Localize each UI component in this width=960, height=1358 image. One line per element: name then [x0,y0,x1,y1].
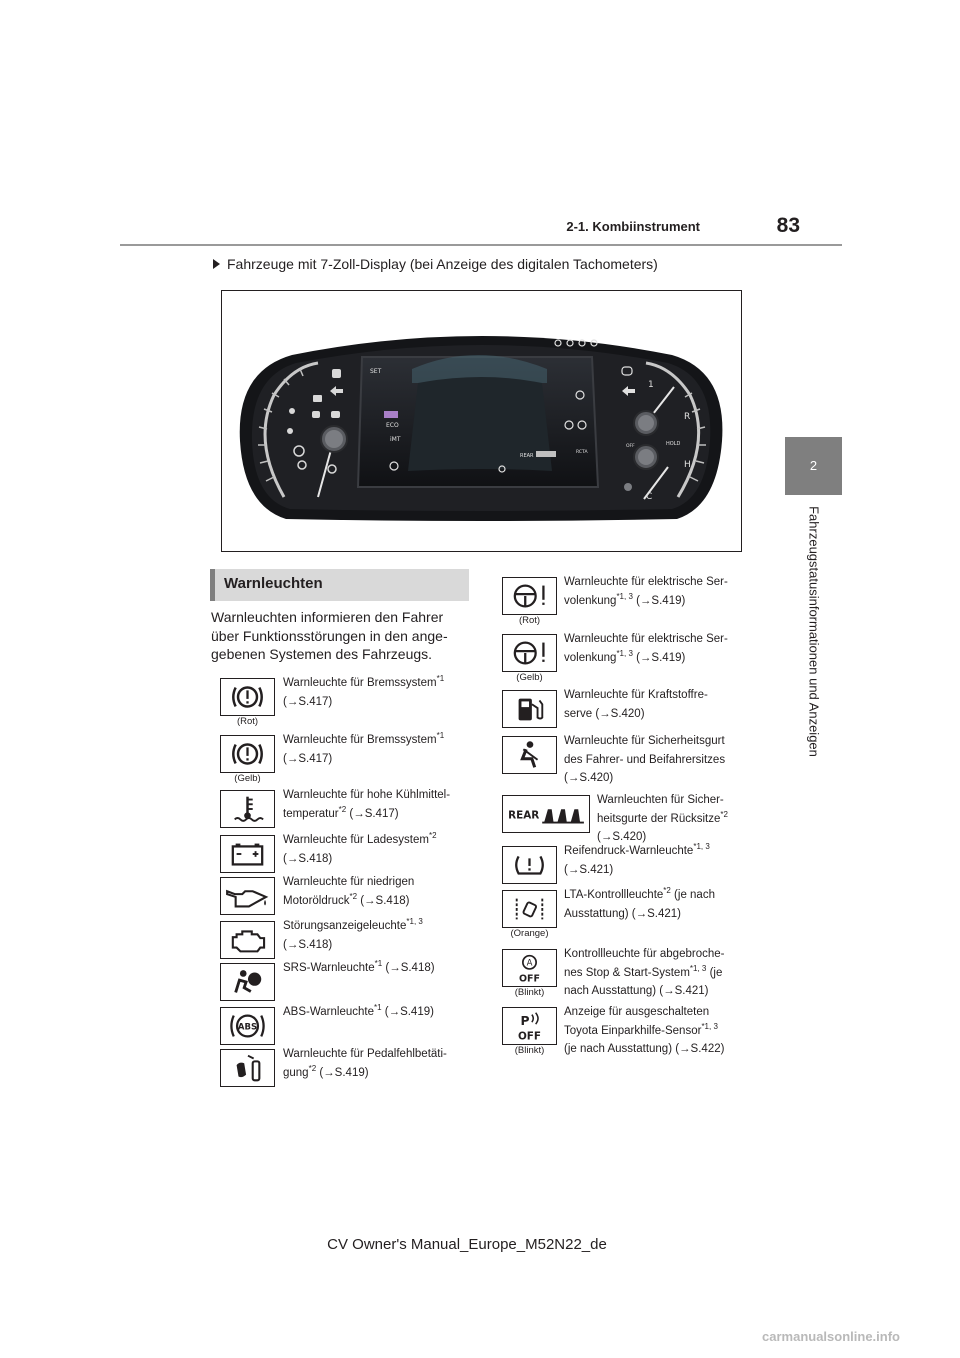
tire-pressure-icon [502,846,557,884]
svg-text:OFF: OFF [518,1030,541,1042]
page-number: 83 [776,214,800,237]
steering-warning-icon [502,577,557,615]
cluster-gear-1: 1 [648,380,654,390]
srs-airbag-icon [220,963,275,1001]
icon-caption: (Blinkt) [514,1045,545,1056]
chapter-tab: 2 [785,437,842,495]
warning-description: Kontrollleuchte für abgebroche-nes Stop … [564,948,725,997]
seatbelt-icon [502,736,557,774]
engine-check-icon [220,921,275,959]
svg-text:A: A [527,959,533,969]
cluster-gear-r: R [684,412,690,422]
intro-paragraph: Warnleuchten informieren den Fahrer über… [211,609,448,662]
cluster-imt-label: iMT [390,436,401,443]
cluster-rcta-label: RCTA [576,449,588,455]
abs-icon: ABS [220,1007,275,1045]
icon-caption: (Rot) [236,716,259,727]
icon-caption: (Blinkt) [514,987,545,998]
warning-description: Warnleuchte für Bremssystem*1(→S.417) [283,731,445,765]
brake-warning-icon [220,735,275,773]
watermark: carmanualsonline.info [762,1329,900,1344]
subheading-text: Fahrzeuge mit 7-Zoll-Display (bei Anzeig… [227,256,658,272]
instrument-cluster-illustration: SET ECO iMT REAR 1 R HOLD H C OFF RCTA [221,290,742,552]
warning-description: Warnleuchte für Ladesystem*2(→S.418) [283,831,437,865]
pedal-misoperation-icon [220,1049,275,1087]
cluster-temp-h: H [684,460,691,470]
svg-text:OFF: OFF [519,973,540,984]
rear-seatbelt-icon: REAR [502,795,590,833]
footer-text: CV Owner's Manual_Europe_M52N22_de [327,1236,607,1253]
coolant-temperature-icon [220,790,275,828]
icon-caption: (Gelb) [516,672,543,683]
steering-warning-icon [502,634,557,672]
section-heading: Warnleuchten [224,575,323,592]
section-heading-box: Warnleuchten [210,569,469,601]
svg-text:REAR: REAR [508,810,539,822]
section-title: 2-1. Kombiinstrument [566,219,700,234]
icon-caption: (Gelb) [234,773,261,784]
svg-text:ABS: ABS [238,1022,257,1032]
cluster-temp-c: C [646,492,652,502]
stop-start-off-icon: A OFF [502,949,557,987]
chapter-label: Fahrzeugstatusinformationen und Anzeigen [803,500,825,770]
warning-description: Warnleuchte für elektrische Ser-volenkun… [564,576,728,607]
brake-warning-icon [220,678,275,716]
warning-description: Warnleuchte für Pedalfehlbetäti-gung*2 (… [283,1048,447,1079]
battery-icon [220,835,275,873]
warning-description: Warnleuchte für elektrische Ser-volenkun… [564,633,728,664]
header-rule [120,244,842,246]
warning-description: Störungsanzeigeleuchte*1, 3(→S.418) [283,917,423,951]
cluster-off-label: OFF [626,443,635,449]
icon-caption: (Rot) [518,615,541,626]
svg-text:P: P [521,1014,530,1028]
icon-caption: (Orange) [510,928,549,939]
cluster-eco-label: ECO [386,422,399,429]
oil-pressure-icon [220,877,275,915]
warning-description: Warnleuchten für Sicher-heitsgurte der R… [597,794,728,843]
chapter-title: Fahrzeugstatusinformationen und Anzeigen [806,506,822,757]
cluster-rear-label: REAR [520,453,534,459]
parking-sensor-off-icon: P OFF [502,1007,557,1045]
cluster-set-label: SET [370,368,382,375]
warning-description: Warnleuchte für Kraftstoffre-serve (→S.4… [564,689,708,720]
warning-description: SRS-Warnleuchte*1 (→S.418) [283,959,435,975]
warning-description: Reifendruck-Warnleuchte*1, 3(→S.421) [564,842,710,876]
warning-description: ABS-Warnleuchte*1 (→S.419) [283,1003,434,1019]
cluster-hold-label: HOLD [666,441,680,447]
lane-trace-icon [502,890,557,928]
bullet-triangle-icon [213,259,220,269]
subheading: Fahrzeuge mit 7-Zoll-Display (bei Anzeig… [213,256,658,272]
fuel-icon [502,690,557,728]
warning-description: Warnleuchte für Bremssystem*1(→S.417) [283,674,445,708]
warning-description: Warnleuchte für hohe Kühlmittel-temperat… [283,789,451,820]
